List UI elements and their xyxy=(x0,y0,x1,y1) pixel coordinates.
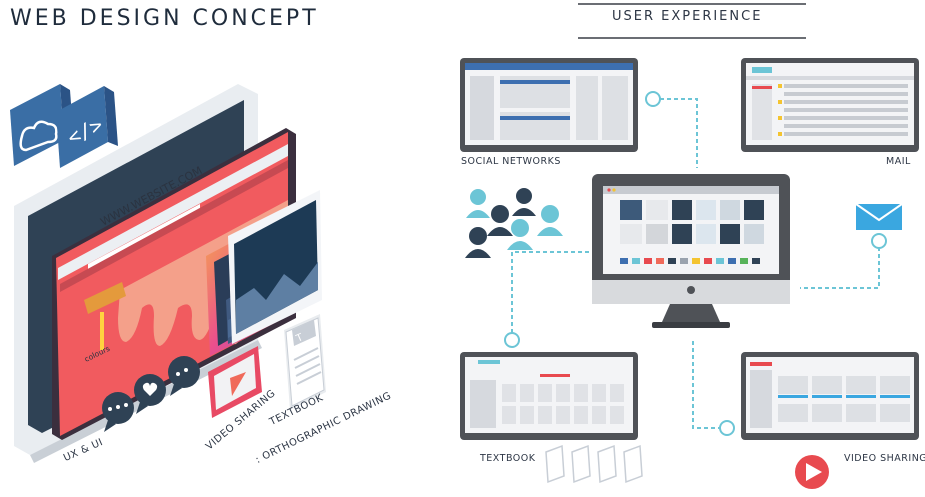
central-monitor xyxy=(592,174,790,328)
left-title: WEB DESIGN CONCEPT xyxy=(10,6,319,31)
chat-bubble-icon-2 xyxy=(168,356,200,396)
social-networks-window xyxy=(460,58,638,152)
connector-nodes xyxy=(504,91,887,436)
label-textbook-right: TEXTBOOK xyxy=(480,453,536,464)
documents-row-icon xyxy=(545,444,643,484)
label-video-sharing-right: VIDEO SHARING xyxy=(844,453,925,464)
chat-bubble-icon xyxy=(102,392,134,432)
connector-lines xyxy=(511,98,880,429)
label-social-networks: SOCIAL NETWORKS xyxy=(461,156,561,167)
people-group-icon xyxy=(465,188,563,258)
right-title: USER EXPERIENCE xyxy=(612,9,763,24)
code-icon: </> xyxy=(56,86,118,168)
video-play-button-icon xyxy=(795,455,829,489)
landscape-card xyxy=(228,190,322,344)
heart-bubble-icon xyxy=(134,374,166,414)
envelope-icon xyxy=(855,203,903,230)
textbook-window xyxy=(460,352,638,440)
document-icon: T xyxy=(284,314,326,410)
label-mail: MAIL xyxy=(886,156,911,167)
video-play-icon xyxy=(208,346,262,418)
mail-window xyxy=(741,58,919,152)
svg-text:T: T xyxy=(294,332,306,345)
video-sharing-window xyxy=(741,352,919,440)
